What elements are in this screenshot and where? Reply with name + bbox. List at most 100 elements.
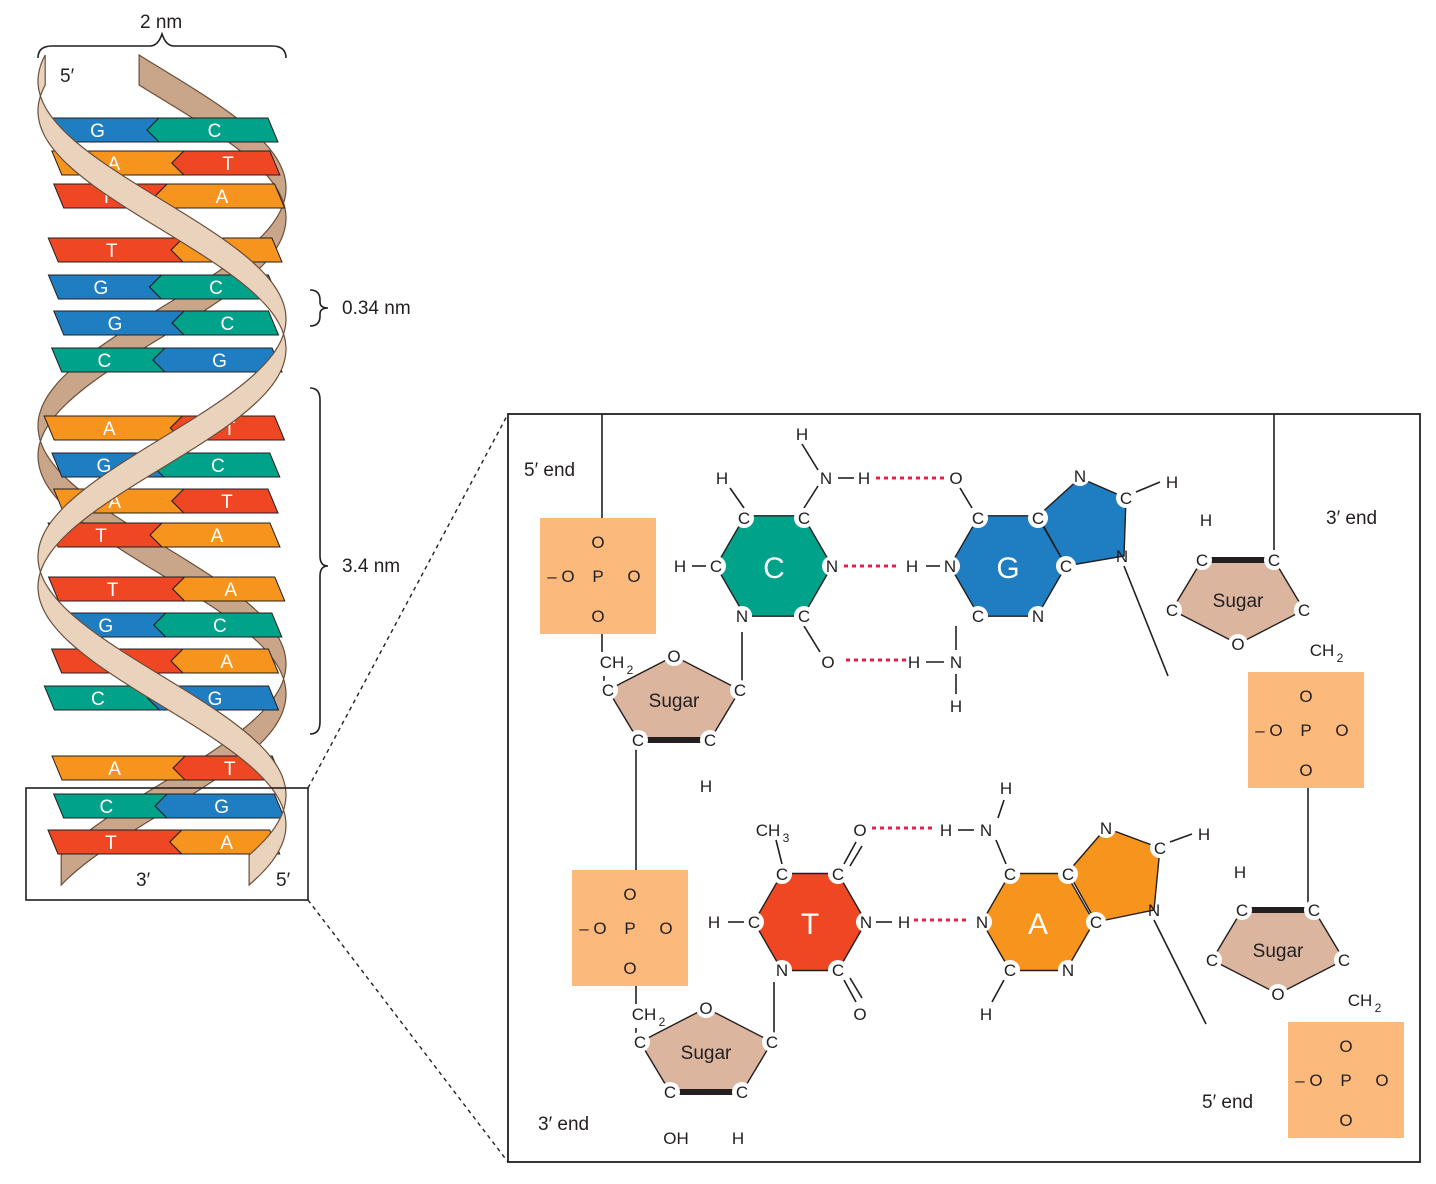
atom-C: C [1004,961,1016,980]
atom-C: C [798,509,810,528]
base-letter: C [209,278,223,299]
atom-N: N [980,821,992,840]
atom-H: H [708,913,720,932]
subscript: 2 [627,663,634,677]
base-letter: C [99,797,113,818]
atom-H: H [796,425,808,444]
atom-C: C [766,1033,778,1052]
atom-C: C [602,681,614,700]
base-letter: C [211,456,225,477]
oh-label: OH [663,1129,689,1148]
atom-C: C [1236,901,1248,920]
atom-N: N [820,469,832,488]
base-A [169,829,281,855]
base-letter: T [106,241,118,262]
atom-O: O [1269,721,1282,740]
atom-C: C [1062,865,1074,884]
atom-N: N [1148,901,1160,920]
atom-H: H [1166,473,1178,492]
h-label: H [700,777,712,796]
base-letter: A [224,580,237,601]
atom-N: N [1100,819,1112,838]
atom-H: H [858,469,870,488]
base-G [152,347,283,373]
bond-line [959,487,973,509]
base-letter: G [212,351,227,372]
atom-H: H [940,821,952,840]
atom-O: O [591,607,604,626]
atom-circle [828,960,848,980]
bond-line [803,485,819,509]
atom-circle [706,556,726,576]
atom-circle [1202,950,1222,970]
base-T [171,488,279,514]
rise-bracket [309,289,329,327]
end-label-bottom-left: 3′ end [538,1114,589,1135]
bond-line [849,977,863,999]
base-letter: G [90,121,105,142]
atom-C: C [632,731,644,750]
molecule-shapes [540,477,1404,1138]
atom-circle [1028,508,1048,528]
cytosine-letter: C [763,552,785,585]
atom-N: N [944,557,956,576]
bottom-right-end-label: 5′ [276,870,291,891]
base-A [149,522,281,548]
atom-O: O [667,647,680,666]
atom-O: O [699,999,712,1018]
atom-circle [744,912,764,932]
h-label: H [1234,863,1246,882]
atom-N: N [776,961,788,980]
atom-circle [732,606,752,626]
atom-circle [772,864,792,884]
rise-label: 0.34 nm [342,298,411,319]
turn-label: 3.4 nm [342,556,400,577]
atom-C: C [1268,551,1280,570]
width-bracket [37,31,287,59]
base-letter: T [221,492,233,513]
atom-N: N [860,913,872,932]
base-letter: A [103,419,116,440]
sugar-label: Sugar [649,691,700,712]
atom-circle [1264,550,1284,570]
atom-H: H [674,557,686,576]
atom-C: C [1308,901,1320,920]
subscript: 2 [1337,651,1344,665]
base-letter: C [220,314,234,335]
base-letter: G [94,278,109,299]
atom-O: O [1271,985,1284,1004]
atom-C: C [1298,601,1310,620]
charge-minus: – [547,567,557,586]
subscript: 2 [1375,1001,1382,1015]
charge-minus: – [579,919,589,938]
ch3-label: CH [756,821,781,840]
atom-C: C [736,1083,748,1102]
base-letter: G [208,689,223,710]
atom-circle [1116,488,1136,508]
atom-circle [1304,900,1324,920]
bond-line [801,443,819,471]
atom-O: O [659,919,672,938]
atom-circle [1294,600,1314,620]
h-label: H [732,1129,744,1148]
atom-C: C [972,607,984,626]
top-left-end-label: 5′ [60,66,75,87]
atom-O: O [1335,721,1348,740]
phosphate-group [572,870,688,986]
atom-circle [1192,550,1212,570]
atom-O: O [1231,635,1244,654]
atom-circle [628,730,648,750]
atom-circle [1058,864,1078,884]
end-label-top-left: 5′ end [524,460,575,481]
sugar-label: Sugar [1253,941,1304,962]
bond-line [1123,565,1169,677]
bond-line [1169,833,1193,843]
base-T [171,150,281,176]
base-C [146,117,279,143]
